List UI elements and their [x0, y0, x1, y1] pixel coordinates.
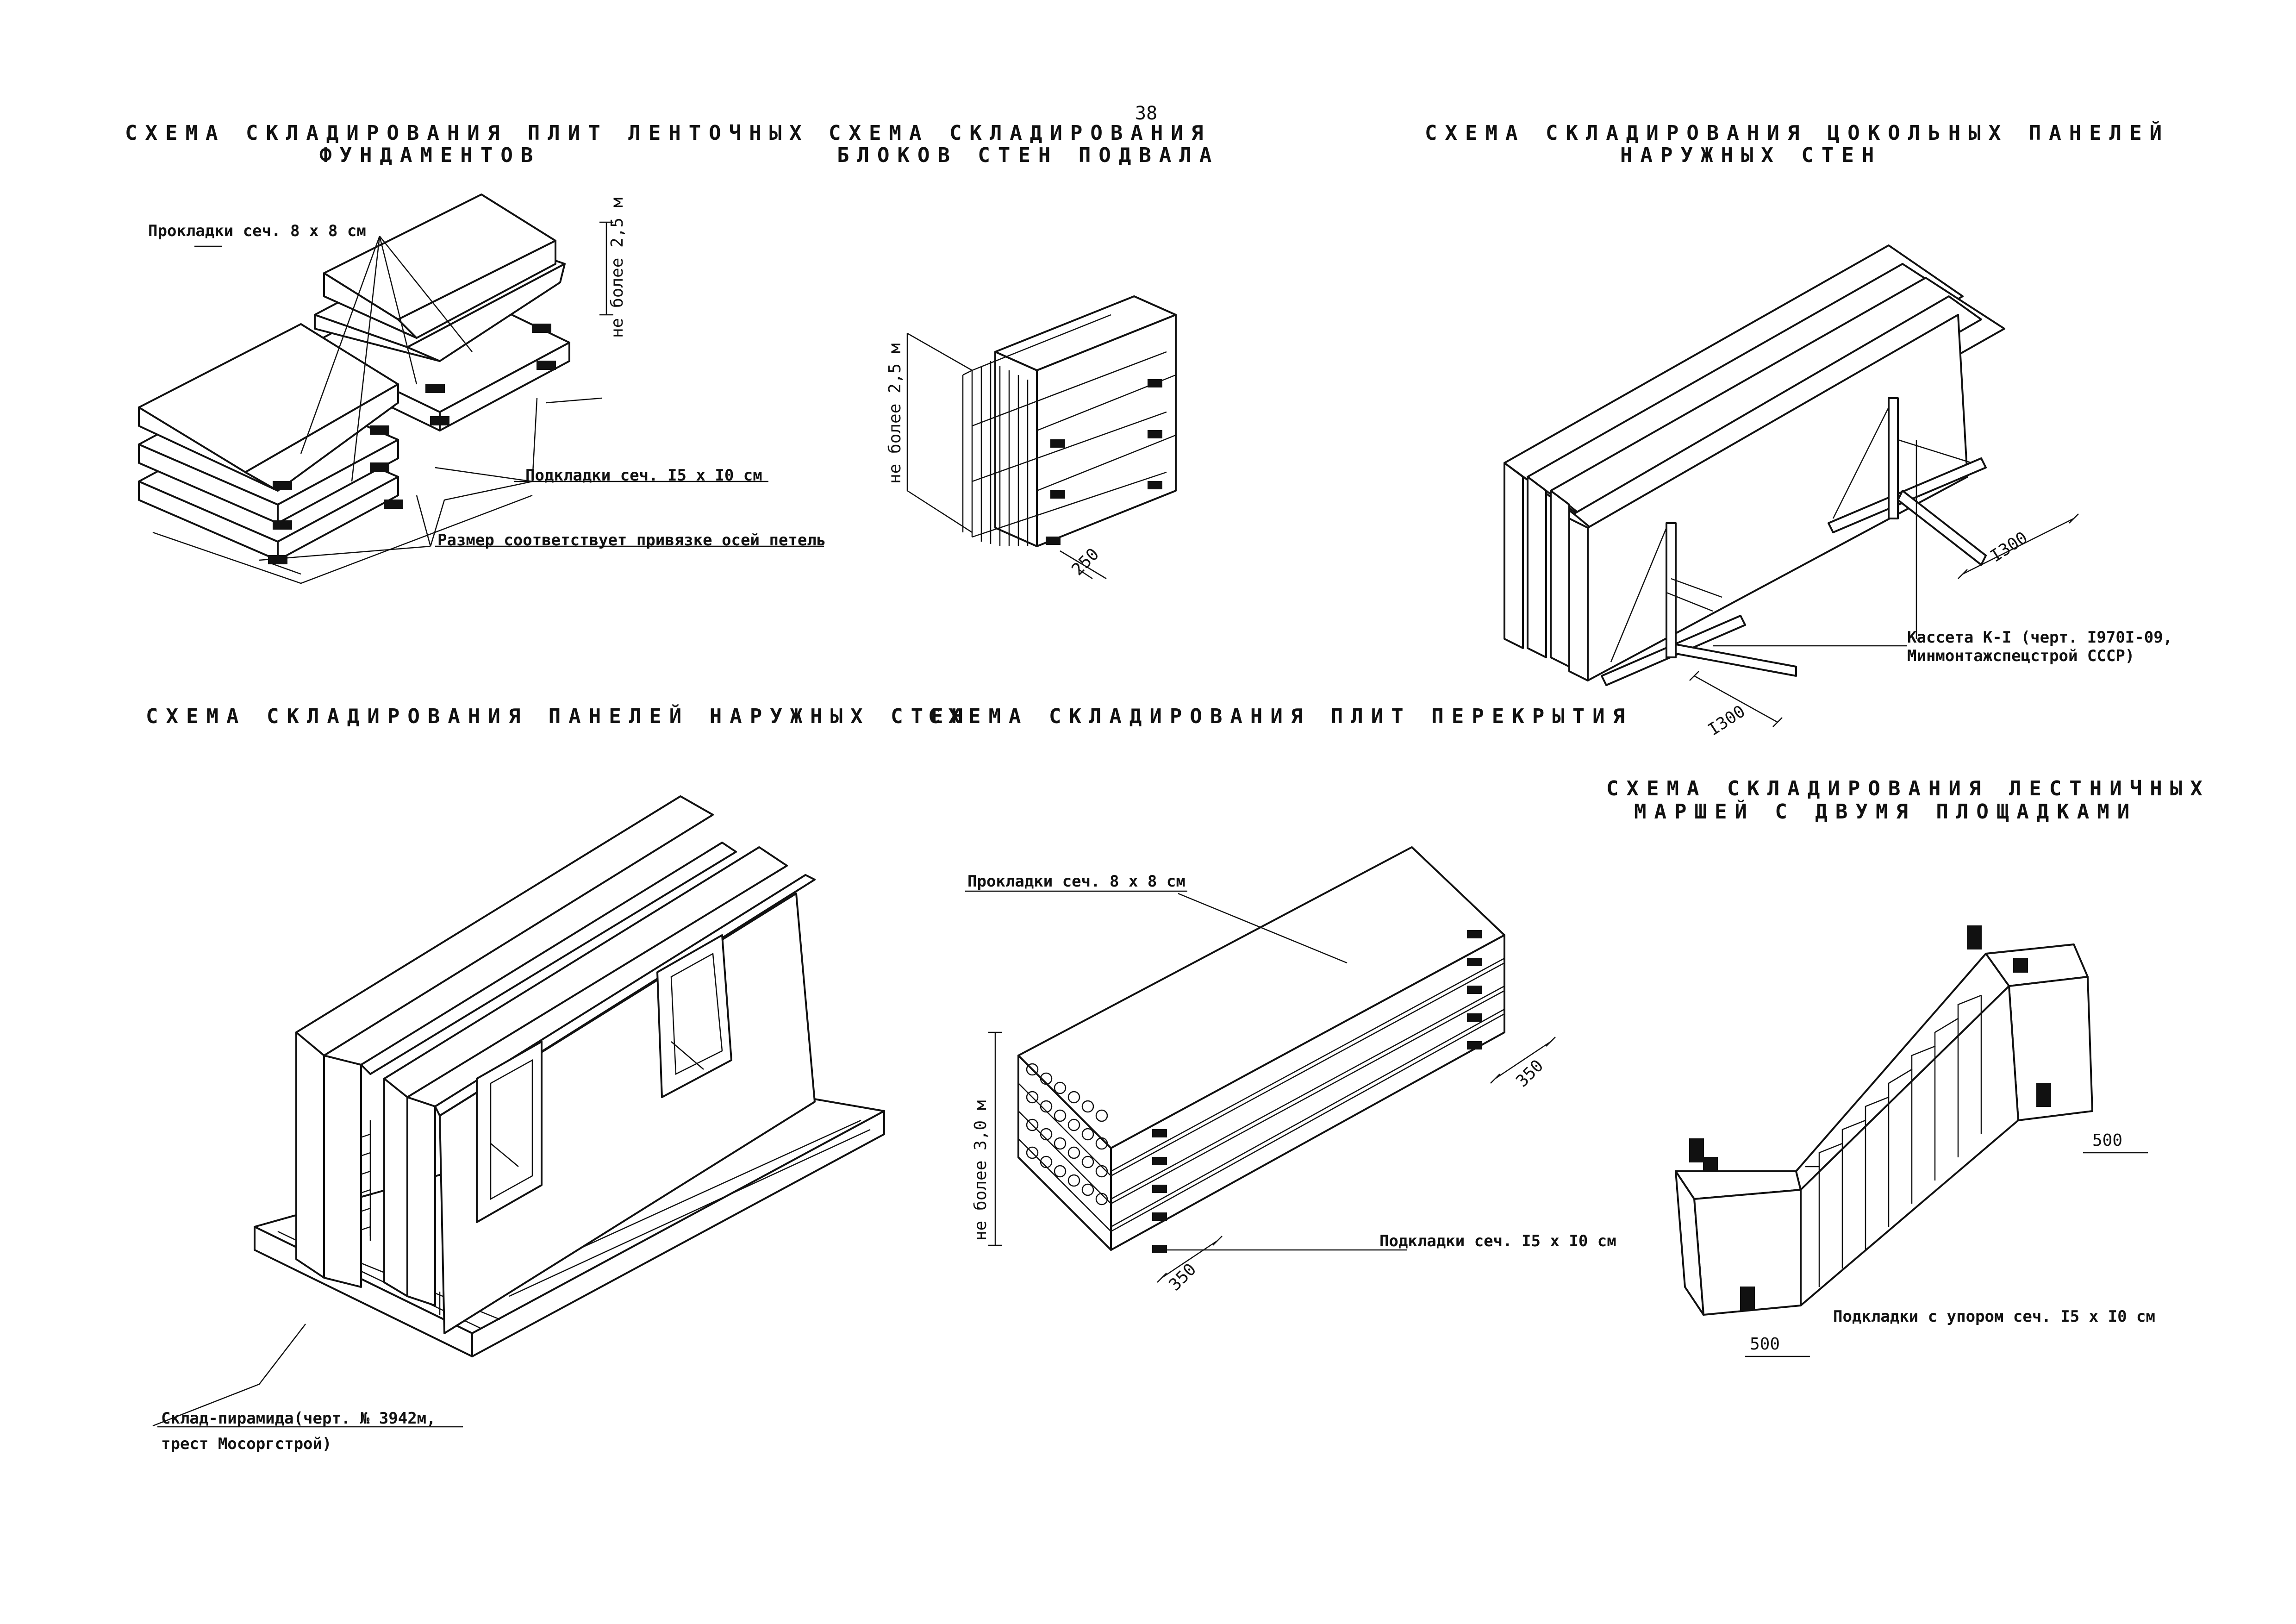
diagram-strip-foundation-slabs: Прокладки сеч. 8 х 8 см не более 2,5 м П…: [138, 194, 826, 584]
page-number: 38: [1135, 103, 1157, 124]
svg-text:СХЕМА СКЛАДИРОВАНИЯ ПЛИТ ЛЕНТО: СХЕМА СКЛАДИРОВАНИЯ ПЛИТ ЛЕНТОЧНЫХ: [125, 121, 810, 145]
label-cassette-line1: Кассета К-I (черт. I970I-09,: [1907, 628, 2172, 647]
title-exterior-panels: СХЕМА СКЛАДИРОВАНИЯ ПАНЕЛЕЙ НАРУЖНЫХ СТЕ…: [146, 704, 971, 728]
hollow-cores: [1026, 1063, 1108, 1206]
svg-text:НАРУЖНЫХ СТЕН: НАРУЖНЫХ СТЕН: [1620, 144, 1882, 167]
wall-panels: [295, 795, 816, 1334]
svg-text:БЛОКОВ СТЕН ПОДВАЛА: БЛОКОВ СТЕН ПОДВАЛА: [837, 144, 1219, 167]
dim-slab-350-side: 350: [1512, 1056, 1547, 1091]
svg-text:ФУНДАМЕНТОВ: ФУНДАМЕНТОВ: [319, 144, 541, 167]
label-pyramid-line1: Склад-пирамида(черт. № 3942м,: [161, 1409, 436, 1428]
svg-text:МАРШЕЙ С ДВУМЯ ПЛОЩАДКАМИ: МАРШЕЙ С ДВУМЯ ПЛОЩАДКАМИ: [1634, 799, 2137, 824]
dim-height-2-5: не более 2,5 м: [608, 198, 627, 338]
dim-1300-front: I300: [1705, 702, 1749, 740]
dim-slab-350-front: 350: [1165, 1260, 1200, 1294]
title-basement-blocks: СХЕМА СКЛАДИРОВАНИЯ БЛОКОВ СТЕН ПОДВАЛА: [829, 121, 1219, 167]
diagram-floor-slabs: Прокладки сеч. 8 х 8 см не более 3,0 м 3…: [965, 846, 1616, 1294]
dim-1300-side: I300: [1987, 528, 2031, 566]
dim-stair-500-bottom: 500: [1750, 1335, 1780, 1354]
diagram-stair-flights: 500 500 Подкладки с упором сеч. I5 х I0 …: [1675, 925, 2155, 1357]
label-pyramid-line2: трест Мосоргстрой): [161, 1435, 331, 1453]
label-spacers-8x8: Прокладки сеч. 8 х 8 см: [148, 222, 366, 240]
title-strip-foundations: СХЕМА СКЛАДИРОВАНИЯ ПЛИТ ЛЕНТОЧНЫХ ФУНДА…: [125, 121, 810, 167]
label-cassette-line2: Минмонтажспецстрой СССР): [1907, 647, 2134, 665]
title-plinth-panels: СХЕМА СКЛАДИРОВАНИЯ ЦОКОЛЬНЫХ ПАНЕЛЕЙ НА…: [1425, 120, 2170, 167]
diagram-exterior-panels: Склад-пирамида(черт. № 3942м, трест Мосо…: [152, 795, 885, 1453]
slab-supports: [1152, 930, 1482, 1253]
label-stair-supports: Подкладки с упором сеч. I5 х I0 см: [1833, 1307, 2155, 1326]
dim-block-height: не более 2,5 м: [886, 344, 905, 484]
label-slab-spacers: Прокладки сеч. 8 х 8 см: [967, 872, 1185, 891]
timber-spacers: [268, 324, 556, 564]
title-floor-slabs: СХЕМА СКЛАДИРОВАНИЯ ПЛИТ ПЕРЕКРЫТИЯ: [928, 705, 1633, 728]
block-supports: [1046, 379, 1162, 545]
label-loop-axes-note: Размер соответствует привязке осей петел…: [437, 531, 826, 550]
slab-stack-front: [138, 323, 399, 561]
leader-lines-d1: [152, 221, 824, 584]
dim-slab-height: не более 3,0 м: [971, 1100, 990, 1241]
diagram-plinth-panels: Кассета К-I (черт. I970I-09, Минмонтажсп…: [1504, 244, 2172, 740]
stair-steps: [1805, 994, 1982, 1287]
svg-text:СХЕМА СКЛАДИРОВАНИЯ ЦОКОЛЬНЫХ: СХЕМА СКЛАДИРОВАНИЯ ЦОКОЛЬНЫХ ПАНЕЛЕЙ: [1425, 120, 2170, 145]
stair-supports: [1689, 925, 2051, 1311]
svg-text:СХЕМА СКЛАДИРОВАНИЯ: СХЕМА СКЛАДИРОВАНИЯ: [829, 121, 1211, 145]
dim-stair-500-right: 500: [2092, 1131, 2122, 1150]
label-slab-supports: Подкладки сеч. I5 х I0 см: [1379, 1232, 1616, 1250]
title-stair-flights: СХЕМА СКЛАДИРОВАНИЯ ЛЕСТНИЧНЫХ МАРШЕЙ С …: [1606, 777, 2210, 824]
label-supports-15x10: Подкладки сеч. I5 х I0 см: [525, 466, 762, 485]
svg-text:СХЕМА СКЛАДИРОВАНИЯ ЛЕСТНИЧНЫХ: СХЕМА СКЛАДИРОВАНИЯ ЛЕСТНИЧНЫХ: [1606, 777, 2210, 800]
slab-stack: [1017, 846, 1505, 1251]
diagram-basement-blocks: не более 2,5 м 250: [886, 295, 1177, 579]
